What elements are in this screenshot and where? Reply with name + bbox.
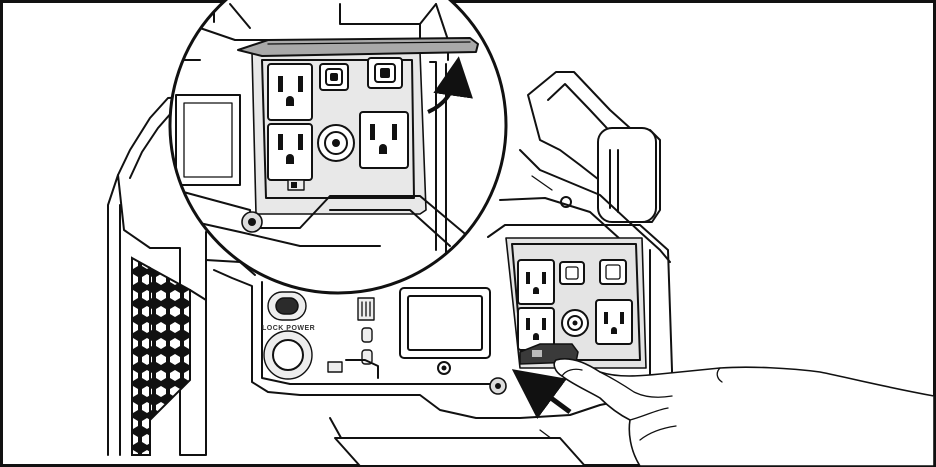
outlet-cover: [237, 37, 479, 57]
bottom-handle-slot: [334, 437, 586, 467]
side-vent: [131, 256, 151, 456]
outlet-panel-right: [505, 237, 647, 369]
lift-arrow-icon: [427, 56, 473, 114]
magnifier-ring: [168, 0, 508, 295]
outlet-icon: [267, 63, 313, 121]
push-arrow-icon: [511, 369, 572, 419]
right-handle-grip: [597, 127, 657, 223]
outlet-icon: [517, 259, 555, 305]
lock-power-label: LOCK POWER: [262, 325, 315, 332]
display-screen-icon: [399, 287, 491, 359]
magnified-inset: [168, 0, 508, 295]
hand-icon: [553, 357, 935, 467]
